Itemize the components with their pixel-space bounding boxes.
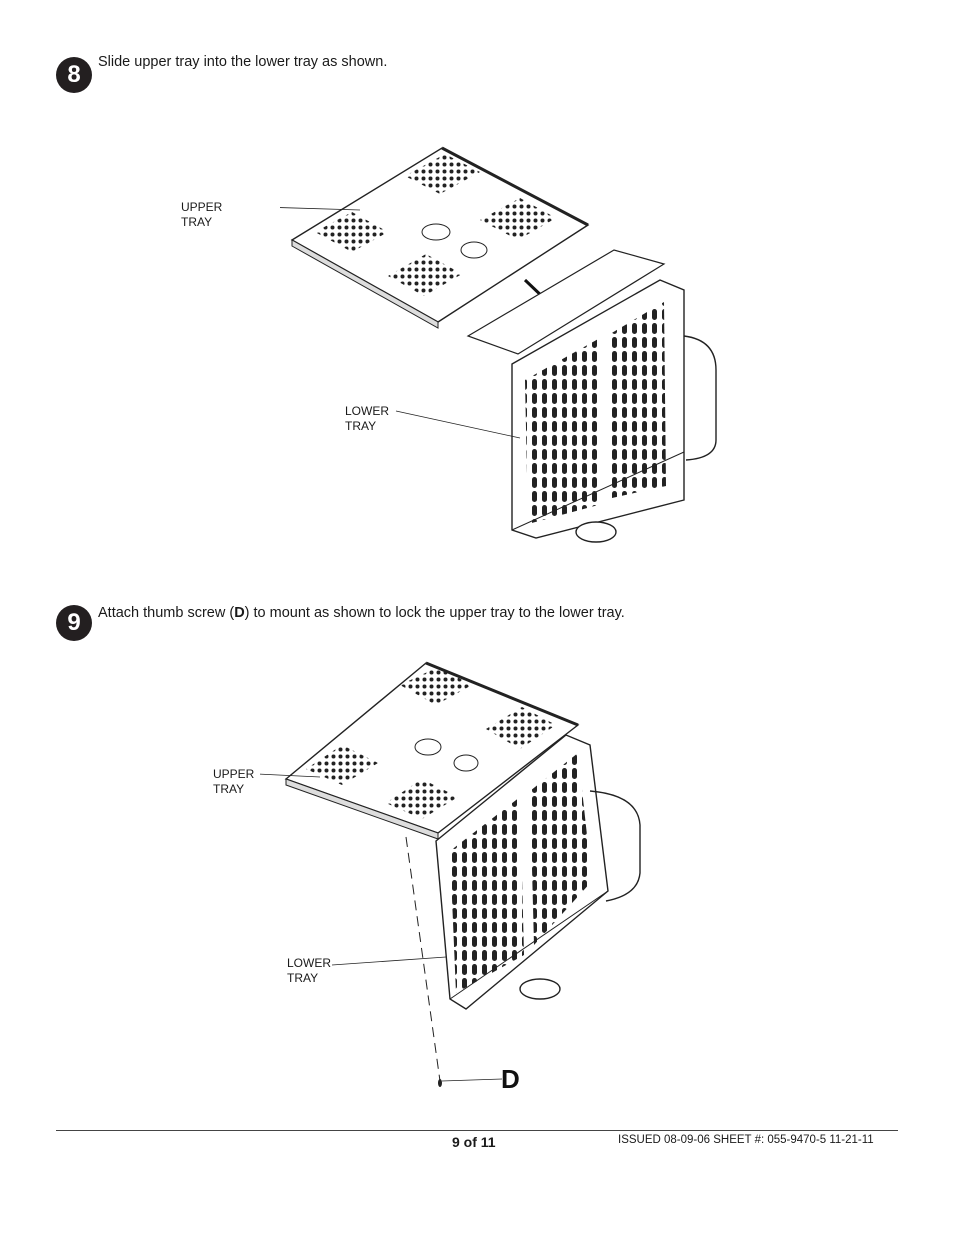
step-9-upper-tray-callout: UPPER TRAY [213,767,255,796]
step-9-badge: 9 [56,605,92,641]
step-8-instruction: Slide upper tray into the lower tray as … [98,54,388,70]
step-8-upper-tray-callout: UPPER TRAY [181,200,223,229]
step-8-number: 8 [67,61,81,88]
lower-tray-drawing [466,249,717,543]
step-8-lower-tray-callout: LOWER TRAY [345,404,390,433]
footer-divider [56,1130,898,1131]
step-9-lower-tray-callout: LOWER TRAY [287,956,332,985]
step-9-number: 9 [67,609,81,636]
step-8-badge: 8 [56,57,92,93]
step-8-illustration [280,146,717,543]
thumb-screw-label: D [501,1064,520,1094]
step-9-instruction: Attach thumb screw (D) to mount as shown… [98,605,625,621]
upper-tray-drawing [290,146,590,329]
issue-info: ISSUED 08-09-06 SHEET #: 055-9470-5 11-2… [618,1134,874,1146]
page-number: 9 of 11 [452,1134,496,1150]
step-9-illustration [260,661,641,1087]
assembled-tray-drawing [284,661,641,1087]
